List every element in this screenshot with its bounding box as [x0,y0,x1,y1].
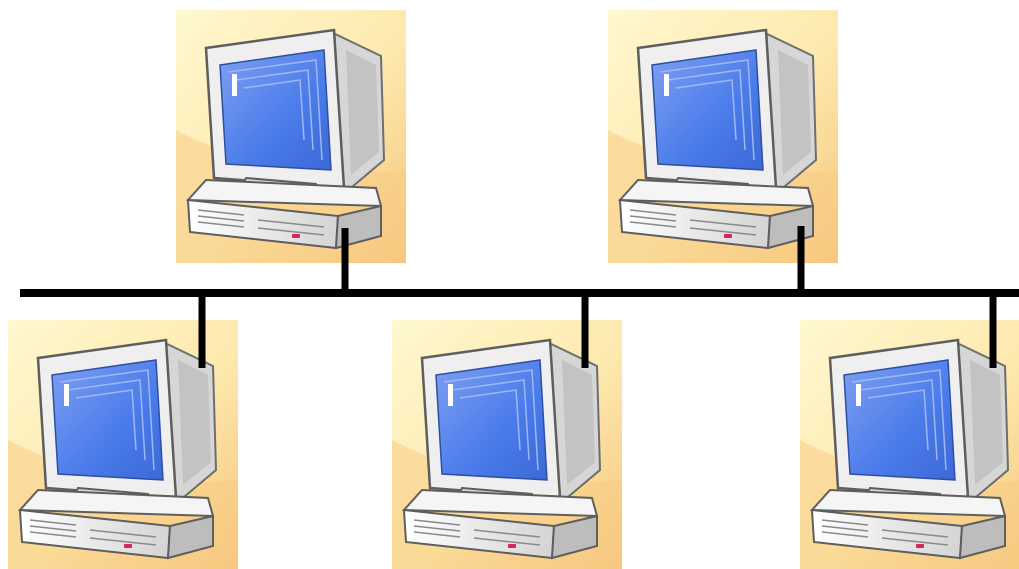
desktop-computer-icon [800,320,1019,569]
desktop-computer-icon [176,10,406,263]
desktop-computer-icon [608,10,838,263]
